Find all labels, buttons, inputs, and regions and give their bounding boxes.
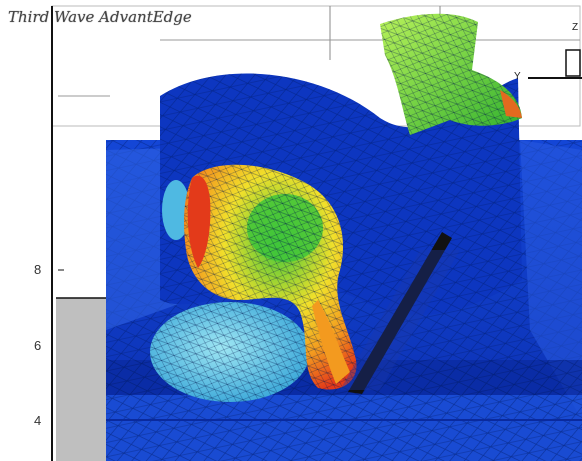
app-title: Third Wave AdvantEdge — [8, 8, 192, 26]
cutting-tool — [380, 13, 522, 136]
tick-label: 4 — [34, 413, 42, 428]
tool-tip — [340, 232, 460, 394]
left-side-panel — [56, 298, 108, 461]
chip-formation — [184, 164, 357, 390]
machined-pocket — [150, 180, 310, 402]
tick-label: 6 — [34, 338, 42, 353]
tick-label: 8 — [34, 262, 42, 277]
z-axis-label: Z — [572, 22, 579, 33]
y-axis-label: Y — [514, 71, 521, 82]
